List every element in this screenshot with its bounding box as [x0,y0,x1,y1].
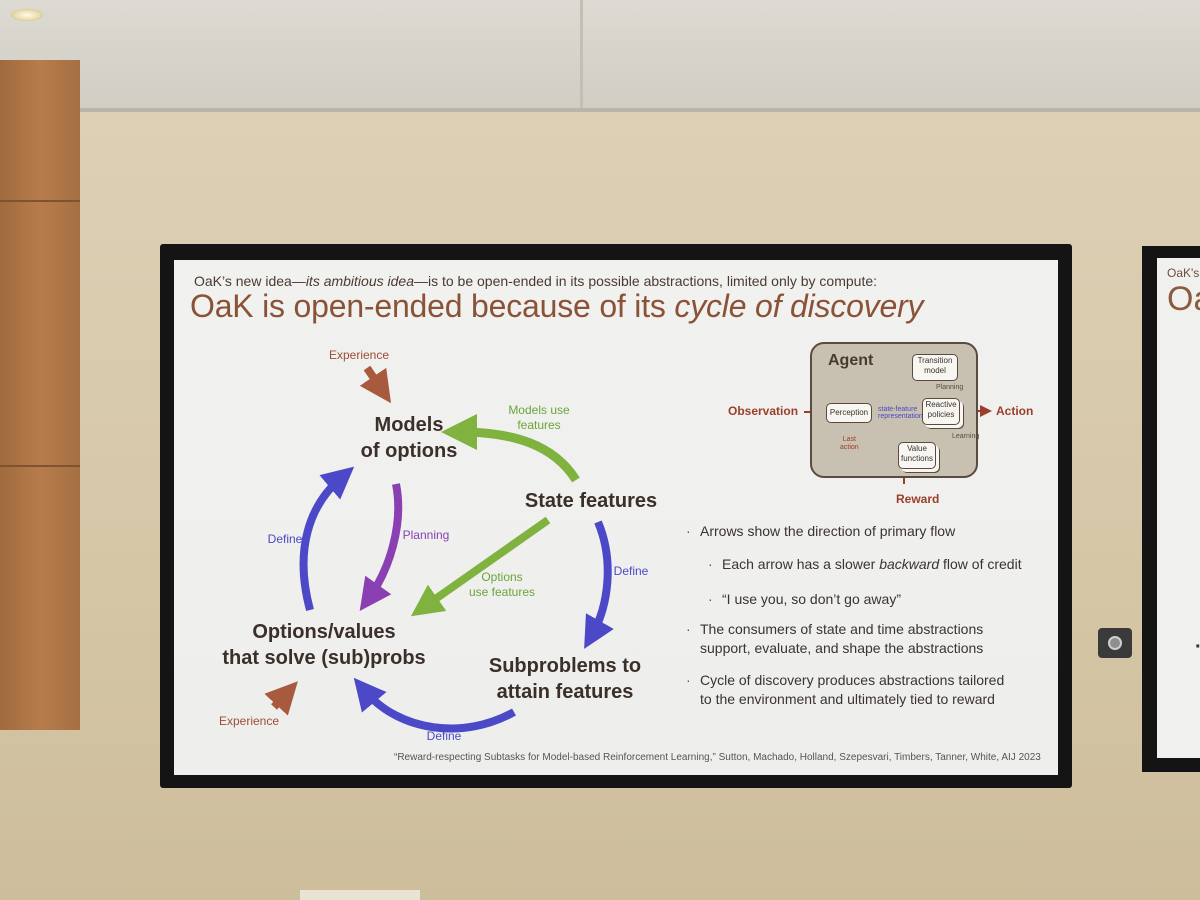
wall-trim [300,890,420,900]
planning-arrow [359,483,403,612]
label-experience-bottom: Experience [218,714,280,728]
define-arrow-right [584,520,614,649]
ceiling-seam [580,0,583,112]
value-functions-box: Value functions [898,442,936,469]
label-planning-small: Planning [936,384,964,391]
ceiling-edge [0,108,1200,113]
label-experience-top: Experience [328,348,390,362]
label-learning-small: Learning [952,433,980,440]
define-arrow-bottom [353,677,516,733]
node-subproblems: Subproblems to attain features [488,655,642,703]
label-observation: Observation [728,404,799,418]
wood-seam [0,200,80,202]
models-use-features-arrow [441,414,580,483]
options-use-features-arrow [410,516,551,617]
ceiling [0,0,1200,112]
define-arrow-left [299,466,355,612]
node-models-of-options: Models of options [360,414,458,462]
label-reward: Reward [896,492,940,506]
label-define-left: Define [267,532,303,546]
label-planning: Planning [402,528,450,542]
side-screen-slide: OaK's Oa · [1157,258,1200,758]
label-options-use-features: Options use features [468,570,536,599]
node-state-features: State features [524,490,658,512]
bullet-cycle-of-discovery: ·Cycle of discovery produces abstraction… [686,672,1005,707]
wood-seam [0,465,80,467]
experience-arrow-bottom [264,681,298,716]
label-state-feature-rep: state-feature representation [878,406,923,420]
transition-model-box: Transition model [912,354,958,381]
ceiling-light [11,9,43,21]
bullet-primary-flow: ·Arrows show the direction of primary fl… [686,523,956,539]
bullet-i-use-you: ·“I use you, so don’t go away” [708,591,901,607]
citation: “Reward-respecting Subtasks for Model-ba… [394,752,1041,763]
camera-lens [1108,636,1122,650]
side-slide-title: Oa [1167,280,1200,318]
bullet-consumers: ·The consumers of state and time abstrac… [686,621,984,656]
wood-panel [0,60,80,730]
agent-title: Agent [828,352,874,369]
agent-diagram-box: Agent Perception Transition model Reacti… [810,342,980,478]
label-models-use-features: Models use features [508,403,570,432]
label-define-bottom: Define [426,729,462,743]
label-last-action: Last action [840,436,859,451]
perception-box: Perception [826,403,872,423]
presentation-slide: OaK’s new idea—its ambitious idea—is to … [174,260,1058,775]
wall-camera [1098,628,1132,658]
label-define-right: Define [613,564,649,578]
slide-title: OaK is open-ended because of its cycle o… [190,288,924,324]
side-slide-bullet: · [1195,636,1200,659]
cycle-diagram-arrows [264,364,992,733]
side-slide-subtitle: OaK's [1167,266,1200,280]
experience-arrow-top [359,365,392,404]
node-options-values: Options/values that solve (sub)probs [222,621,426,669]
slide-subtitle: OaK’s new idea—its ambitious idea—is to … [194,273,878,289]
bullet-backward-flow: ·Each arrow has a slower backward flow o… [708,556,1022,572]
reactive-policies-box: Reactive policies [922,398,960,425]
label-action: Action [996,404,1034,418]
